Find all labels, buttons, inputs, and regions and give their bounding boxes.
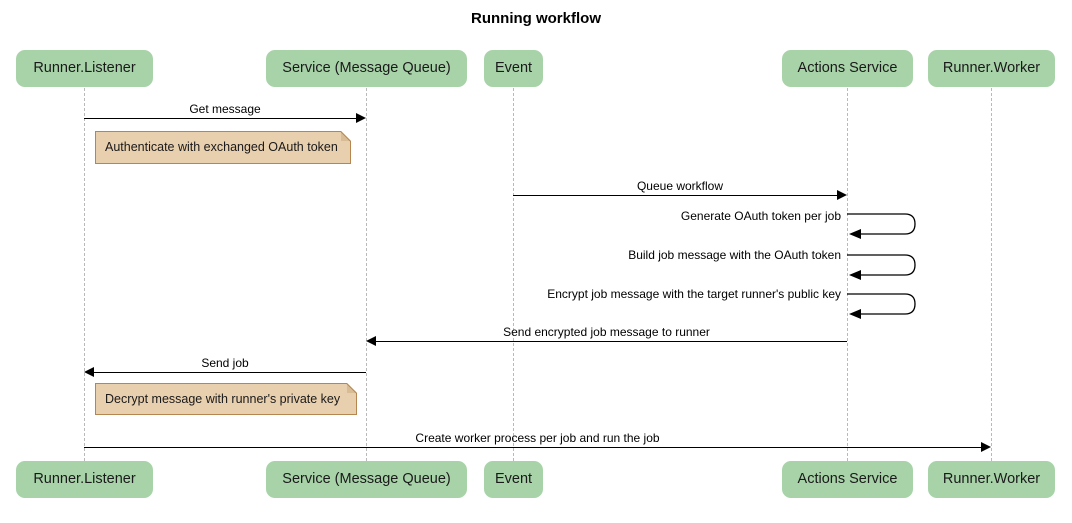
message-label-generate-token: Generate OAuth token per job (680, 209, 841, 223)
participant-label: Event (494, 471, 533, 488)
participant-label: Runner.Worker (942, 471, 1041, 488)
participant-label: Runner.Worker (942, 60, 1041, 77)
note-fold-icon-decrypt (347, 383, 357, 393)
participant-label: Event (494, 60, 533, 77)
message-line-queue-workflow (513, 195, 838, 196)
participant-event-top[interactable]: Event (484, 50, 543, 87)
participant-service-queue-bottom[interactable]: Service (Message Queue) (266, 461, 467, 498)
note-text: Authenticate with exchanged OAuth token (105, 140, 338, 155)
message-line-send-encrypted (375, 341, 847, 342)
lifeline-runner-listener (84, 88, 85, 461)
note-fold-icon-authenticate (341, 131, 351, 141)
arrow-head-queue-workflow (837, 190, 847, 200)
message-line-get-message (84, 118, 357, 119)
participant-label: Actions Service (797, 60, 898, 77)
self-message-generate-token (847, 208, 927, 242)
self-message-build-job-message (847, 249, 927, 283)
message-label-get-message: Get message (189, 102, 261, 116)
participant-actions-service-bottom[interactable]: Actions Service (782, 461, 913, 498)
note-text: Decrypt message with runner's private ke… (105, 391, 341, 406)
participant-label: Service (Message Queue) (282, 471, 451, 488)
note-decrypt: Decrypt message with runner's private ke… (95, 383, 357, 415)
message-label-create-worker: Create worker process per job and run th… (415, 431, 660, 445)
lifeline-runner-worker (991, 88, 992, 461)
participant-service-queue-top[interactable]: Service (Message Queue) (266, 50, 467, 87)
note-authenticate: Authenticate with exchanged OAuth token (95, 131, 351, 164)
message-label-queue-workflow: Queue workflow (636, 179, 724, 193)
message-label-encrypt-job: Encrypt job message with the target runn… (547, 287, 841, 301)
participant-label: Service (Message Queue) (282, 60, 451, 77)
lifeline-event (513, 88, 514, 461)
message-label-send-job: Send job (201, 356, 249, 370)
participant-runner-listener-bottom[interactable]: Runner.Listener (16, 461, 153, 498)
page-title: Running workflow (471, 10, 601, 27)
lifeline-service-queue (366, 88, 367, 461)
arrow-head-send-job (84, 367, 94, 377)
arrow-head-send-encrypted (366, 336, 376, 346)
participant-runner-worker-bottom[interactable]: Runner.Worker (928, 461, 1055, 498)
message-line-send-job (93, 372, 366, 373)
participant-runner-worker-top[interactable]: Runner.Worker (928, 50, 1055, 87)
self-message-encrypt-job (847, 288, 927, 322)
participant-label: Runner.Listener (33, 471, 136, 488)
message-label-send-encrypted: Send encrypted job message to runner (503, 325, 710, 339)
participant-runner-listener-top[interactable]: Runner.Listener (16, 50, 153, 87)
participant-label: Actions Service (797, 471, 898, 488)
participant-label: Runner.Listener (33, 60, 136, 77)
arrow-head-create-worker (981, 442, 991, 452)
participant-actions-service-top[interactable]: Actions Service (782, 50, 913, 87)
participant-event-bottom[interactable]: Event (484, 461, 543, 498)
message-label-build-job-message: Build job message with the OAuth token (628, 248, 841, 262)
message-line-create-worker (84, 447, 982, 448)
arrow-head-get-message (356, 113, 366, 123)
lifeline-actions-service (847, 88, 848, 461)
